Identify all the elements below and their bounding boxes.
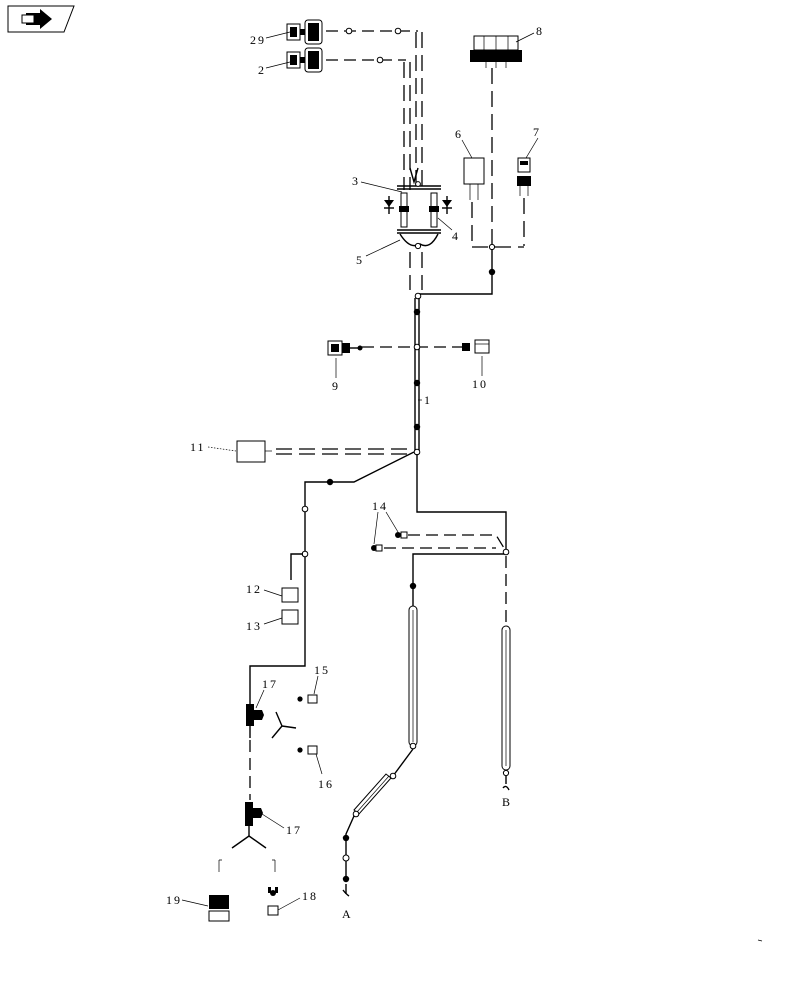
diode-right-icon [442,196,452,214]
component-14 [371,531,408,552]
page-mark [757,939,763,942]
callout-10: 10 [472,377,488,391]
component-10 [462,339,490,354]
diode-left-icon [384,196,394,214]
callout-4: 4 [452,229,460,243]
callout-1: 1 [424,393,432,407]
callout-7: 7 [533,125,541,139]
connector-2 [286,47,323,73]
next-page-arrow-icon [21,9,52,29]
callout-15: 15 [314,663,330,677]
conduit-a [342,605,418,897]
callout-17-upper: 17 [262,677,278,691]
callout-17-lower: 17 [286,823,302,837]
callout-14: 14 [372,499,388,513]
callout-8: 8 [536,24,544,38]
component-8 [470,35,522,68]
splice-15-16 [271,694,318,755]
callout-3: 3 [352,174,360,188]
callout-29: 29 [250,33,266,47]
leader-lines [181,31,539,911]
component-19 [208,895,230,922]
callout-12: 12 [246,582,262,596]
next-page-button[interactable] [7,5,75,33]
relay-diode-block [384,167,452,250]
connector-17-lower [245,802,263,826]
callout-16: 16 [318,777,334,791]
component-12 [281,587,299,603]
callout-13: 13 [246,619,262,633]
component-18 [267,887,279,916]
component-13 [281,609,299,625]
component-11 [236,440,272,463]
callout-11: 11 [190,440,206,454]
component-7 [517,157,531,196]
callout-5: 5 [356,253,364,267]
endpoint-a-label: A [342,907,353,921]
connector-17-upper [246,704,264,726]
component-6 [463,157,485,200]
callout-9: 9 [332,379,340,393]
callout-6: 6 [455,127,463,141]
connector-29 [286,19,323,45]
endpoint-b-label: B [502,795,512,809]
callout-18: 18 [302,889,318,903]
conduit-b [501,625,511,791]
callout-2: 2 [258,63,266,77]
component-9 [327,340,363,356]
callout-19: 19 [166,893,182,907]
